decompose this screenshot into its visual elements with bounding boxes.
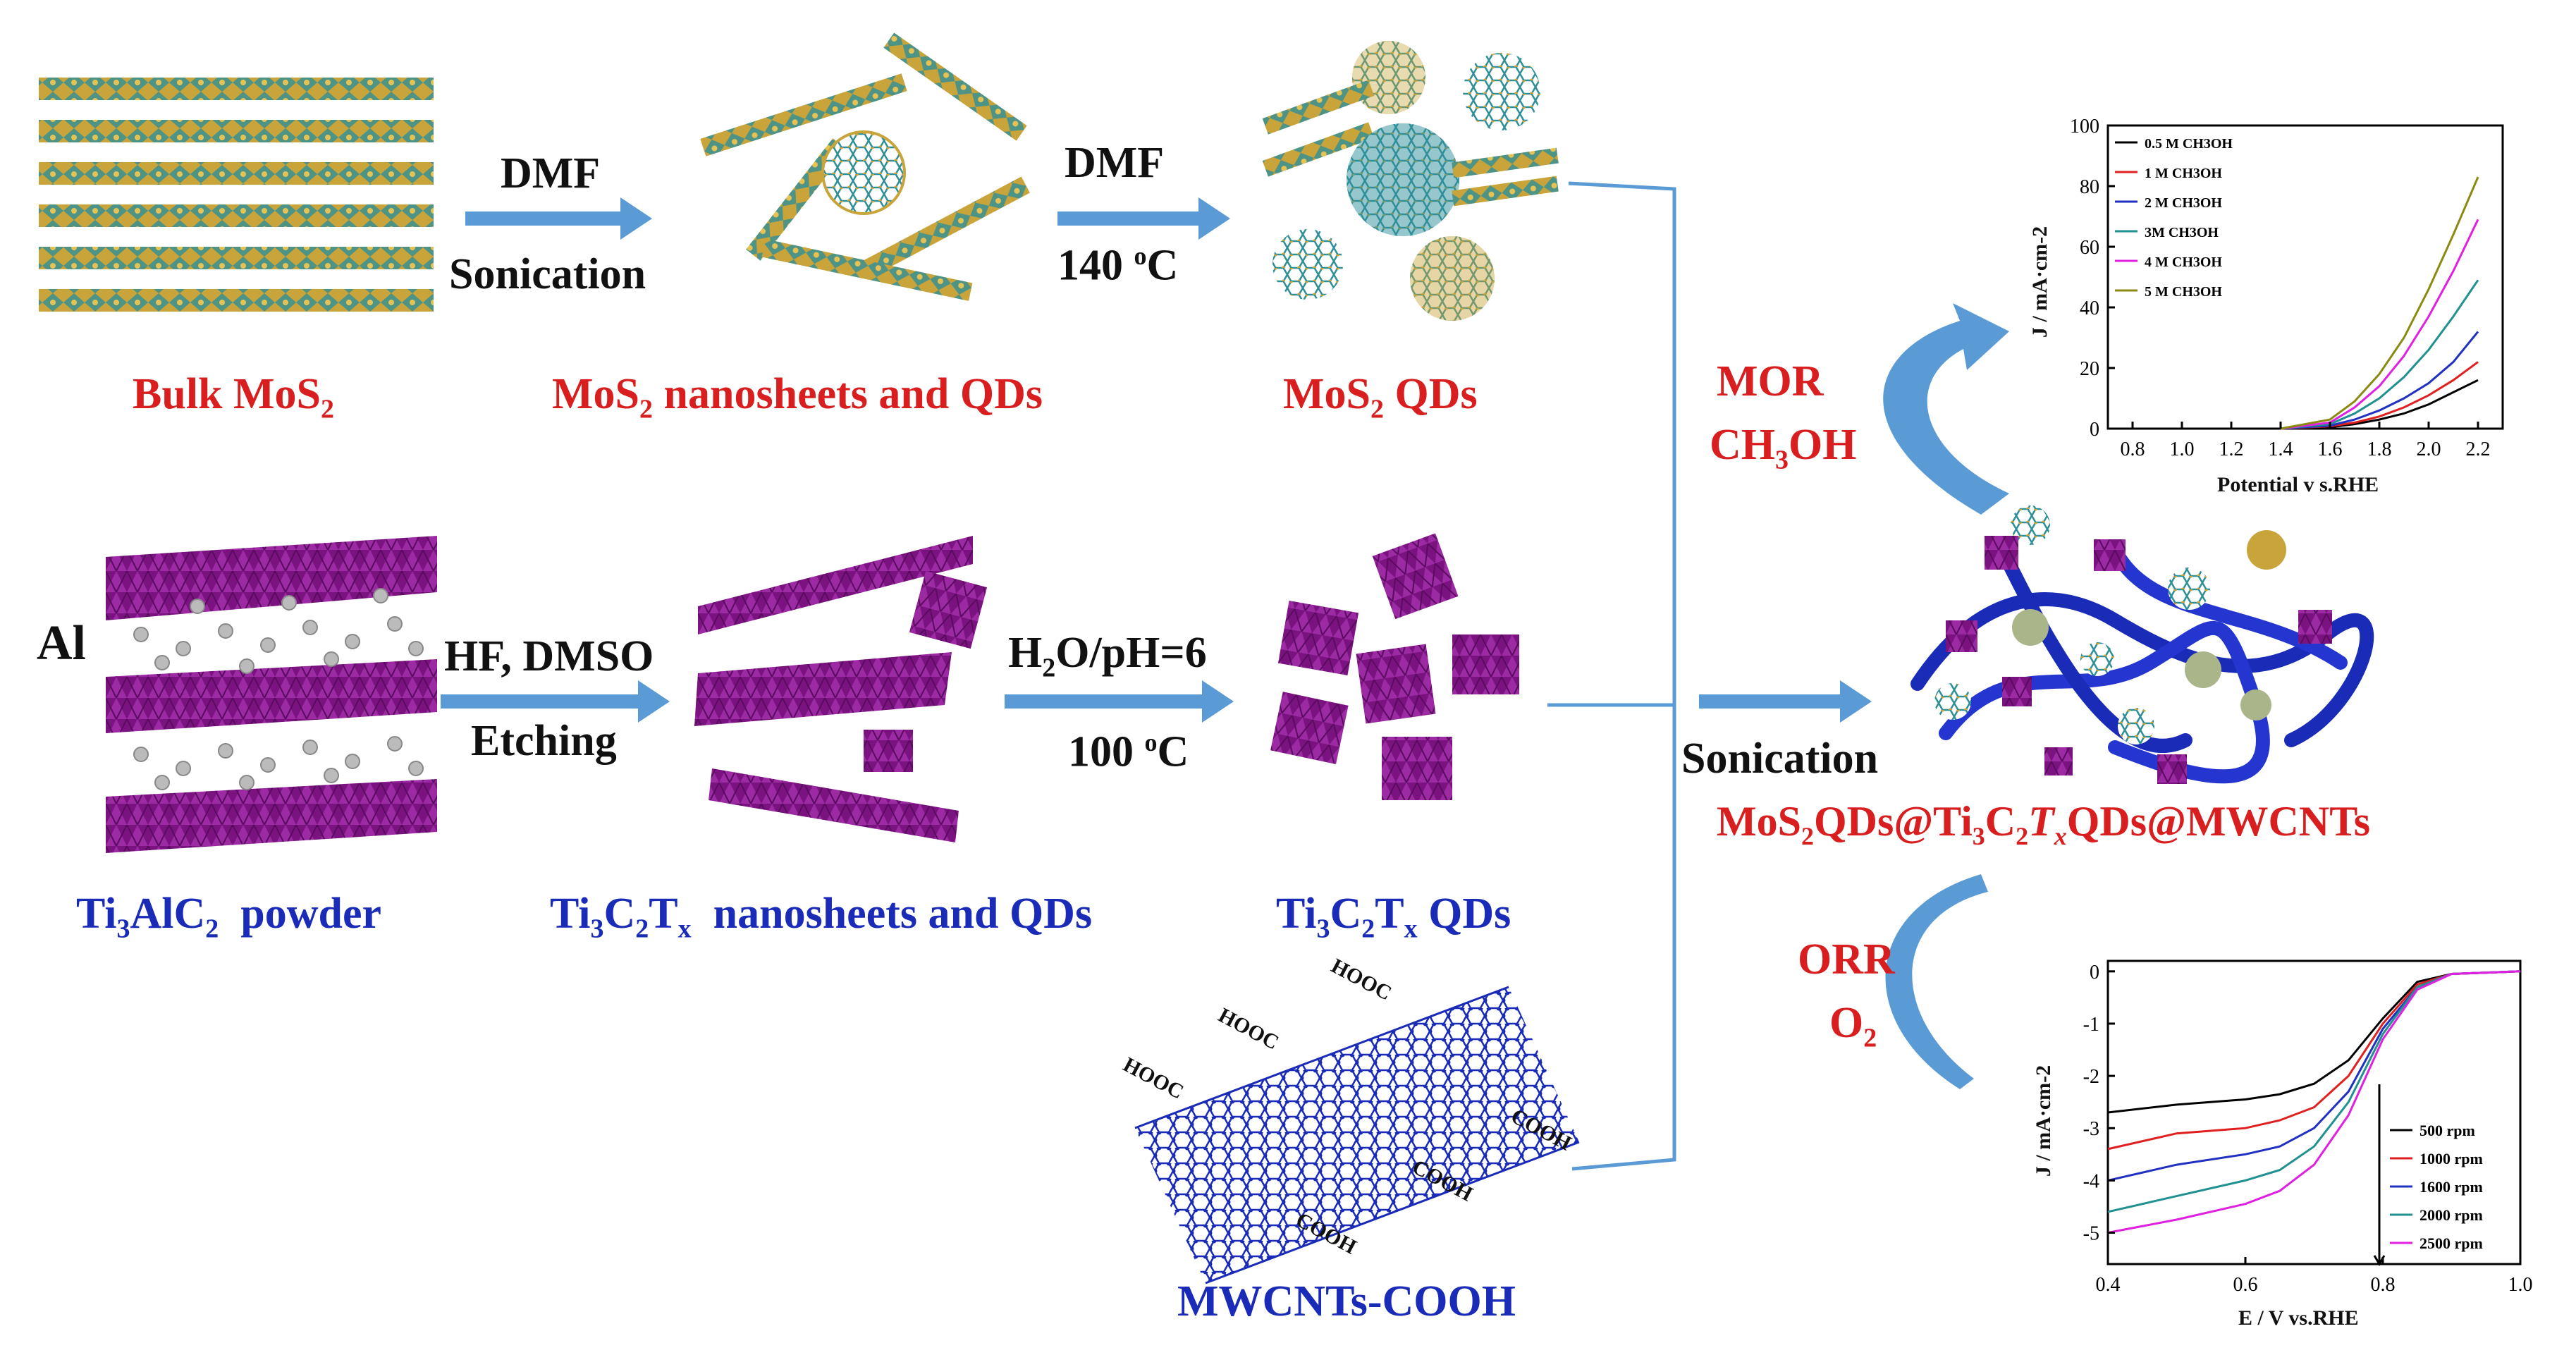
legend-label: 2500 rpm	[2419, 1234, 2483, 1252]
merge-bracket	[1547, 181, 1676, 1171]
series-line	[2280, 176, 2479, 430]
series-line	[2107, 970, 2521, 1234]
mor-chart: 0.8 1.0 1.2 1.4 1.6 1.8 2.0 2.2 0 20 40 60 80 100 0.5…	[2070, 116, 2504, 460]
x-tick-label: 1.0	[2170, 439, 2195, 460]
y-tick-label: 0	[2090, 419, 2099, 441]
h2o-ph-step-top: H2O/pH=6	[1008, 629, 1207, 683]
mos2-nanosheets	[700, 32, 1030, 301]
series-line	[2107, 970, 2521, 1213]
series-line	[2107, 970, 2521, 1151]
ti3alc2-powder-label: Ti3AlC2 powder	[76, 890, 382, 944]
orr-x-axis-label: E / V vs.RHE	[2238, 1306, 2359, 1330]
sonication-step-bottom: Sonication	[449, 250, 646, 298]
ti3c2tx-qds	[1270, 533, 1519, 800]
x-tick-label: 0.8	[2121, 439, 2145, 460]
mos2-nanosheets-label: MoS2 nanosheets and QDs	[552, 370, 1043, 424]
ti3c2tx-qds-label: Ti3C2Tx QDs	[1276, 890, 1511, 944]
y-tick-label: 20	[2080, 358, 2099, 380]
orr-chart: 0.4 0.6 0.8 1.0 0 -1 -2 -3 -4 -5 500 rpm 1000 rpm 1…	[2083, 959, 2533, 1296]
ti3c2tx-nanosheets	[694, 536, 988, 842]
dmf-step2-top: DMF	[1065, 139, 1165, 187]
x-tick-label: 1.8	[2367, 439, 2392, 460]
legend-label: 1 M CH3OH	[2145, 166, 2222, 181]
x-tick-label: 0.4	[2096, 1274, 2121, 1296]
mor-x-axis-label: Potential v s.RHE	[2217, 473, 2379, 496]
mwcnts-cooh-label: MWCNTs-COOH	[1177, 1277, 1516, 1325]
y-tick-label: -3	[2083, 1118, 2099, 1140]
mos2-qds	[1262, 41, 1559, 321]
x-tick-label: 0.6	[2233, 1274, 2258, 1296]
al-label: Al	[37, 616, 86, 670]
mwcnt-tube	[1134, 986, 1580, 1285]
x-tick-label: 1.2	[2219, 439, 2244, 460]
ch3oh-label: CH3OH	[1710, 421, 1857, 475]
series-line	[2280, 279, 2479, 430]
orr-label: ORR	[1798, 936, 1895, 983]
mos2-qds-label: MoS2 QDs	[1283, 370, 1478, 424]
dmf-step-top: DMF	[501, 149, 601, 197]
y-tick-label: 60	[2080, 237, 2099, 259]
series-line	[2280, 331, 2479, 430]
orr-y-axis-label: J / mA·cm-2	[2032, 1065, 2056, 1177]
legend-label: 0.5 M CH3OH	[2145, 136, 2233, 152]
legend-label: 4 M CH3OH	[2145, 255, 2222, 270]
series-line	[2280, 219, 2479, 430]
legend-label: 500 rpm	[2419, 1122, 2475, 1139]
hf-dmso-step-top: HF, DMSO	[444, 632, 654, 680]
bulk-mos2-label: Bulk MoS2	[133, 370, 335, 424]
x-tick-label: 2.2	[2466, 439, 2491, 460]
x-tick-label: 1.0	[2508, 1274, 2533, 1296]
y-tick-label: 0	[2090, 962, 2099, 983]
temp-140-label: 140 oC	[1057, 241, 1179, 290]
etching-step-bottom: Etching	[471, 717, 617, 765]
series-line	[2107, 970, 2521, 1114]
y-tick-label: -4	[2083, 1170, 2099, 1192]
x-tick-label: 2.0	[2417, 439, 2441, 460]
legend-label: 3M CH3OH	[2145, 225, 2219, 240]
x-tick-label: 0.8	[2371, 1274, 2396, 1296]
composite-product-label: MoS2QDs@Ti3C2TxQDs@MWCNTs	[1717, 798, 2371, 850]
mor-y-axis-label: J / mA·cm-2	[2028, 226, 2052, 338]
mor-label: MOR	[1717, 357, 1824, 405]
orr-down-arrow-icon	[2373, 1243, 2386, 1266]
legend-label: 2 M CH3OH	[2145, 195, 2222, 211]
curved-arrows	[1883, 303, 2009, 1089]
legend-label: 1600 rpm	[2419, 1178, 2483, 1196]
y-tick-label: -2	[2083, 1066, 2099, 1088]
process-arrows	[441, 197, 1872, 723]
o2-label: O2	[1829, 999, 1877, 1053]
y-tick-label: -1	[2083, 1014, 2099, 1036]
x-tick-label: 1.4	[2269, 439, 2293, 460]
legend-label: 1000 rpm	[2419, 1150, 2483, 1167]
x-tick-label: 1.6	[2318, 439, 2343, 460]
ti3alc2-structure	[106, 536, 437, 853]
y-tick-label: -5	[2083, 1223, 2099, 1245]
bulk-mos2-layers	[39, 78, 434, 312]
sonication-combine-label: Sonication	[1681, 735, 1879, 783]
y-tick-label: 100	[2070, 116, 2099, 137]
legend-label: 2000 rpm	[2419, 1206, 2483, 1224]
legend-label: 5 M CH3OH	[2145, 284, 2222, 300]
y-tick-label: 80	[2080, 176, 2099, 198]
y-tick-label: 40	[2080, 298, 2099, 319]
composite-product	[1910, 505, 2374, 784]
temp-100-label: 100 oC	[1068, 728, 1189, 776]
ti3c2tx-nanosheets-label: Ti3C2Tx nanosheets and QDs	[550, 890, 1093, 944]
